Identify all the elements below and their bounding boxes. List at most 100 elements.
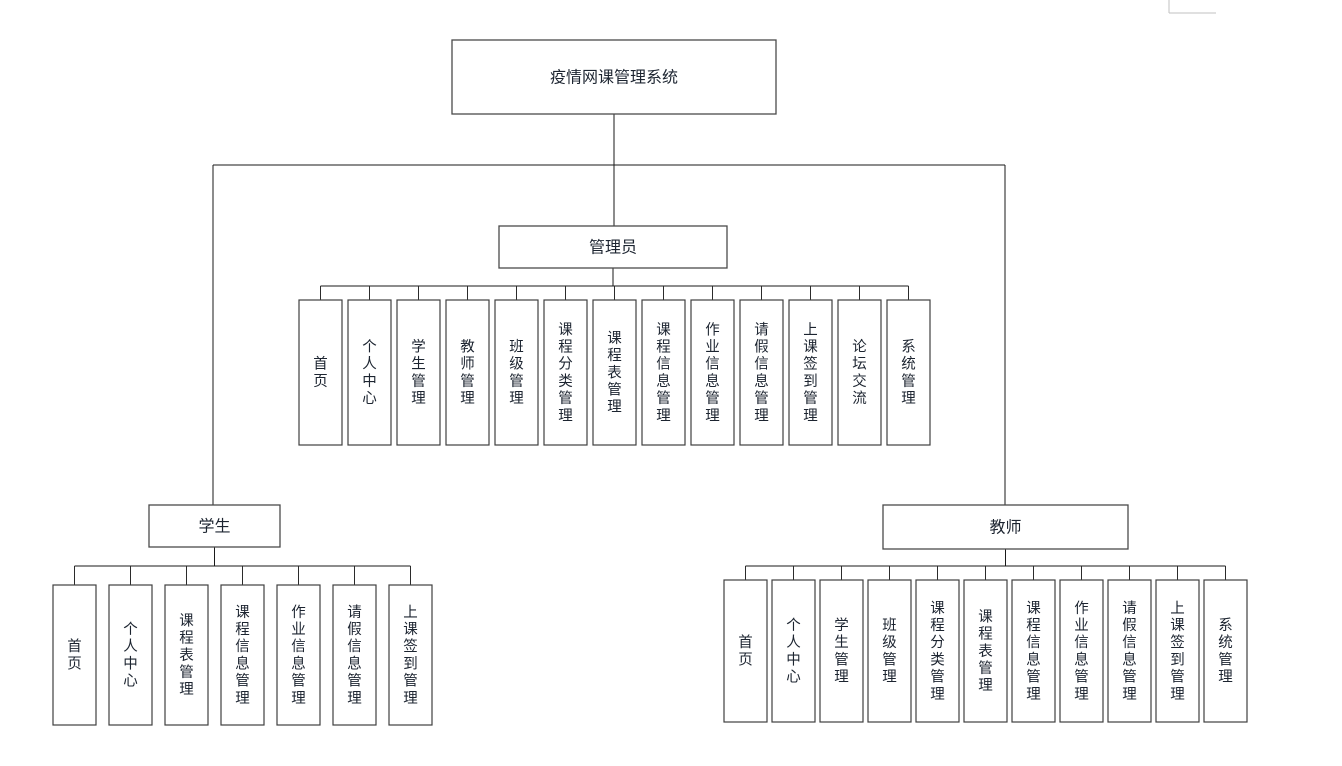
node-teacher-child-7-label: 作业信息管理 (1074, 600, 1089, 703)
node-admin-child-2[interactable]: 学生管理 (396, 299, 441, 446)
node-admin-child-7-label: 课程信息管理 (656, 321, 671, 424)
node-student-child-0-rect (52, 584, 97, 726)
node-branch-admin-rect (498, 225, 728, 269)
node-student-child-1[interactable]: 个人中心 (108, 584, 153, 726)
node-student-child-5[interactable]: 请假信息管理 (332, 584, 377, 726)
node-teacher-child-2-label: 学生管理 (834, 617, 849, 686)
node-student-child-1-label: 个人中心 (123, 621, 138, 690)
node-student-child-1-rect (108, 584, 153, 726)
node-admin-child-1-rect (347, 299, 392, 446)
node-admin-child-12-rect (886, 299, 931, 446)
node-teacher-child-9[interactable]: 上课签到管理 (1155, 579, 1200, 723)
node-admin-child-7[interactable]: 课程信息管理 (641, 299, 686, 446)
node-admin-child-5-rect (543, 299, 588, 446)
node-branch-admin-label: 管理员 (589, 238, 637, 257)
node-teacher-child-10-label: 系统管理 (1218, 617, 1233, 686)
node-teacher-child-1-rect (771, 579, 816, 723)
node-student-child-3[interactable]: 课程信息管理 (220, 584, 265, 726)
node-teacher-child-10[interactable]: 系统管理 (1203, 579, 1248, 723)
node-student-child-4[interactable]: 作业信息管理 (276, 584, 321, 726)
node-teacher-child-8[interactable]: 请假信息管理 (1107, 579, 1152, 723)
node-root-system[interactable]: 疫情网课管理系统 (451, 39, 777, 115)
node-teacher-child-8-rect (1107, 579, 1152, 723)
node-admin-child-3-rect (445, 299, 490, 446)
node-admin-child-2-rect (396, 299, 441, 446)
node-teacher-child-5[interactable]: 课程表管理 (963, 579, 1008, 723)
node-teacher-child-0[interactable]: 首页 (723, 579, 768, 723)
node-admin-child-2-label: 学生管理 (411, 339, 426, 408)
node-teacher-child-2-rect (819, 579, 864, 723)
node-admin-child-10[interactable]: 上课签到管理 (788, 299, 833, 446)
node-root-system-rect (451, 39, 777, 115)
node-admin-child-4-rect (494, 299, 539, 446)
node-teacher-child-5-rect (963, 579, 1008, 723)
node-admin-child-0-label: 首页 (313, 356, 328, 390)
node-teacher-child-6[interactable]: 课程信息管理 (1011, 579, 1056, 723)
node-teacher-child-7-rect (1059, 579, 1104, 723)
node-admin-child-11-label: 论坛交流 (852, 339, 867, 408)
node-student-child-4-label: 作业信息管理 (291, 604, 306, 707)
node-teacher-child-1[interactable]: 个人中心 (771, 579, 816, 723)
node-teacher-child-7[interactable]: 作业信息管理 (1059, 579, 1104, 723)
node-student-child-5-rect (332, 584, 377, 726)
node-branch-student[interactable]: 学生 (148, 504, 281, 548)
node-admin-child-0[interactable]: 首页 (298, 299, 343, 446)
node-admin-child-10-label: 上课签到管理 (803, 321, 818, 424)
node-teacher-child-4-label: 课程分类管理 (930, 600, 945, 703)
node-branch-student-label: 学生 (198, 517, 230, 536)
node-student-child-6[interactable]: 上课签到管理 (388, 584, 433, 726)
node-admin-child-9[interactable]: 请假信息管理 (739, 299, 784, 446)
node-admin-child-9-rect (739, 299, 784, 446)
node-admin-child-11-rect (837, 299, 882, 446)
node-root-system-label: 疫情网课管理系统 (550, 68, 678, 87)
node-admin-child-3[interactable]: 教师管理 (445, 299, 490, 446)
node-teacher-child-2[interactable]: 学生管理 (819, 579, 864, 723)
node-student-child-3-rect (220, 584, 265, 726)
node-admin-child-8-rect (690, 299, 735, 446)
node-student-child-0[interactable]: 首页 (52, 584, 97, 726)
node-teacher-child-6-label: 课程信息管理 (1026, 600, 1041, 703)
node-admin-child-12-label: 系统管理 (901, 339, 916, 408)
node-student-child-0-label: 首页 (67, 638, 82, 672)
node-teacher-child-9-rect (1155, 579, 1200, 723)
node-admin-child-9-label: 请假信息管理 (754, 321, 769, 424)
node-admin-child-5-label: 课程分类管理 (558, 321, 573, 424)
node-admin-child-12[interactable]: 系统管理 (886, 299, 931, 446)
node-teacher-child-0-label: 首页 (738, 634, 753, 668)
node-teacher-child-3-rect (867, 579, 912, 723)
node-branch-student-rect (148, 504, 281, 548)
node-student-child-4-rect (276, 584, 321, 726)
node-admin-child-1[interactable]: 个人中心 (347, 299, 392, 446)
boxes-layer: 疫情网课管理系统管理员首页个人中心学生管理教师管理班级管理课程分类管理课程表管理… (52, 39, 1248, 726)
node-admin-child-5[interactable]: 课程分类管理 (543, 299, 588, 446)
node-teacher-child-1-label: 个人中心 (786, 617, 801, 686)
node-teacher-child-5-label: 课程表管理 (978, 608, 993, 694)
connectors-layer (73, 0, 1227, 585)
node-branch-admin[interactable]: 管理员 (498, 225, 728, 269)
node-admin-child-6[interactable]: 课程表管理 (592, 299, 637, 446)
node-admin-child-10-rect (788, 299, 833, 446)
node-student-child-3-label: 课程信息管理 (235, 604, 250, 707)
node-student-child-6-label: 上课签到管理 (403, 604, 418, 707)
node-teacher-child-0-rect (723, 579, 768, 723)
node-teacher-child-4[interactable]: 课程分类管理 (915, 579, 960, 723)
node-teacher-child-6-rect (1011, 579, 1056, 723)
node-admin-child-8[interactable]: 作业信息管理 (690, 299, 735, 446)
node-student-child-5-label: 请假信息管理 (347, 604, 362, 707)
node-admin-child-7-rect (641, 299, 686, 446)
node-admin-child-4-label: 班级管理 (509, 339, 524, 408)
node-teacher-child-3-label: 班级管理 (882, 617, 897, 686)
node-branch-teacher-rect (882, 504, 1129, 550)
node-student-child-2[interactable]: 课程表管理 (164, 584, 209, 726)
node-branch-teacher[interactable]: 教师 (882, 504, 1129, 550)
node-admin-child-11[interactable]: 论坛交流 (837, 299, 882, 446)
node-teacher-child-3[interactable]: 班级管理 (867, 579, 912, 723)
node-admin-child-3-label: 教师管理 (460, 339, 475, 408)
node-admin-child-0-rect (298, 299, 343, 446)
node-branch-teacher-label: 教师 (989, 518, 1021, 537)
node-admin-child-6-rect (592, 299, 637, 446)
node-admin-child-4[interactable]: 班级管理 (494, 299, 539, 446)
node-admin-child-6-label: 课程表管理 (607, 330, 622, 416)
node-teacher-child-4-rect (915, 579, 960, 723)
